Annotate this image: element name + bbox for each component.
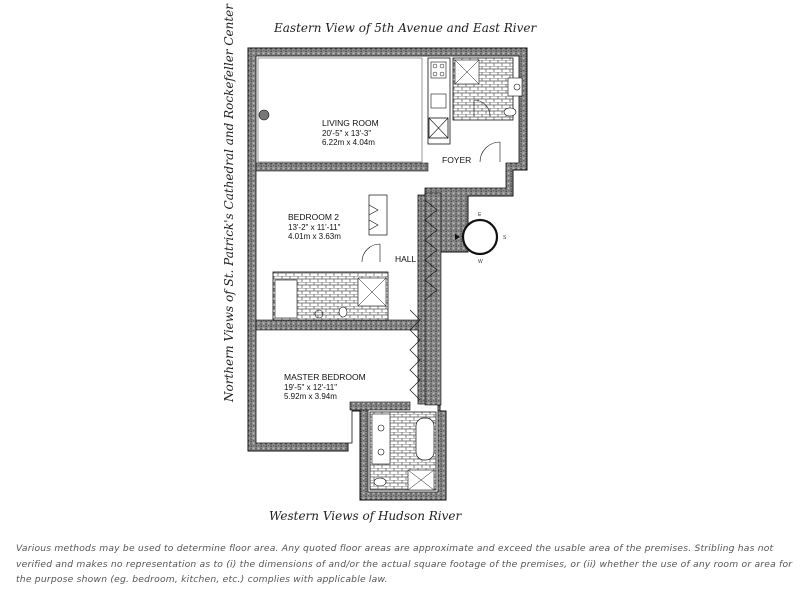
floor-plan: LIVING ROOM 20'-5" x 13'-3" 6.22m x 4.04… [247,47,528,501]
living-room: LIVING ROOM 20'-5" x 13'-3" 6.22m x 4.04… [257,57,423,163]
master-bedroom-dim-m: 5.92m x 3.94m [284,392,337,401]
disclaimer-text: Various methods may be used to determine… [16,543,793,585]
bedroom-2-name: BEDROOM 2 [288,212,339,222]
hall-name: HALL [395,254,417,264]
hall-closets: HALL [395,199,438,401]
compass-w: W [478,259,483,265]
bedroom-2-dim-m: 4.01m x 3.63m [288,232,341,241]
compass-s: S [503,235,507,241]
bathtub-icon [415,417,435,461]
compass: E S W [455,212,507,265]
bathtub-icon [274,279,298,319]
foyer-name: FOYER [442,155,471,165]
bedroom-2: BEDROOM 2 13'-2" x 11'-11" 4.01m x 3.63m [288,194,388,263]
toilet-icon [373,477,387,487]
toilet-icon [338,306,348,318]
compass-icon [461,218,499,256]
master-bedroom-name: MASTER BEDROOM [284,372,366,382]
living-room-name: LIVING ROOM [322,118,379,128]
master-bedroom: MASTER BEDROOM 19'-5" x 12'-11" 5.92m x … [284,372,366,401]
foyer: FOYER [442,141,501,165]
entry-door-swing [479,141,501,163]
sink-icon [430,93,447,109]
sink-icon [314,309,324,319]
living-room-dim-ft: 20'-5" x 13'-3" [322,129,371,138]
living-room-dim-m: 6.22m x 4.04m [322,138,375,147]
western-view-label: Western Views of Hudson River [269,509,462,523]
toilet-icon [503,107,517,117]
eastern-view-label: Eastern View of 5th Avenue and East Rive… [274,21,537,35]
compass-e: E [478,212,482,218]
bedroom-2-dim-ft: 13'-2" x 11'-11" [288,223,341,232]
powder-room [452,57,523,121]
bathroom-2 [272,271,389,321]
column-icon [258,109,270,121]
sink-icon [507,77,523,97]
closet [368,194,388,236]
master-bedroom-dim-ft: 19'-5" x 12'-11" [284,383,337,392]
kitchen [427,57,451,145]
master-bath [369,411,437,491]
vanity-icon [371,413,391,465]
stove-icon [430,61,447,79]
